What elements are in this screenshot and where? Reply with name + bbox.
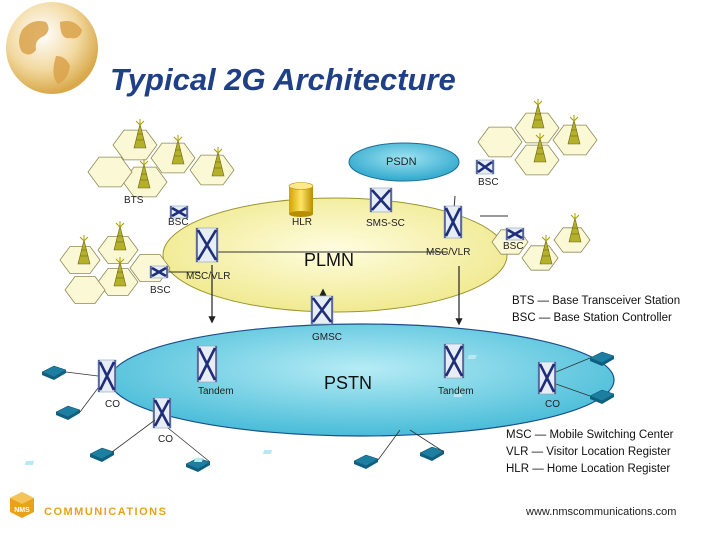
msc-vlr-left-label: MSC/VLR: [186, 271, 231, 282]
plmn-network: [162, 197, 508, 313]
msc-vlr-left-switch-icon: [195, 227, 219, 263]
bsc-lower-left-label: BSC: [150, 285, 171, 296]
bsc-left-label: BSC: [168, 217, 189, 228]
co-bottom-switch-icon: [152, 397, 172, 429]
bts-tower-icon: [113, 257, 127, 287]
cell-hex: [477, 126, 523, 158]
svg-text:NMS: NMS: [14, 507, 30, 514]
cell-hex: [189, 154, 235, 186]
co-right-switch-icon: [537, 361, 557, 395]
co-left-label: CO: [105, 399, 120, 410]
bts-tower-icon: [568, 213, 582, 243]
bts-tower-icon: [113, 221, 127, 251]
globe-logo-icon: [6, 2, 98, 94]
telephone-icon: [453, 389, 615, 404]
bts-tower-icon: [171, 135, 185, 165]
bts-tower-icon: [533, 133, 547, 163]
telephone-icon: [193, 454, 379, 469]
co-left-switch-icon: [97, 359, 117, 393]
telephone-icon: [24, 457, 211, 472]
msc-vlr-right-label: MSC/VLR: [426, 247, 471, 258]
footer-url: www.nmscommunications.com: [526, 506, 677, 518]
legend-hlr: HLR — Home Location Register: [506, 463, 671, 475]
tandem-left-switch-icon: [196, 345, 218, 383]
legend-vlr: VLR — Visitor Location Register: [506, 446, 671, 458]
pstn-label: PSTN: [324, 373, 373, 393]
legend-msc: MSC — Mobile Switching Center: [506, 429, 674, 441]
sms-sc-label: SMS-SC: [366, 218, 405, 229]
msc-vlr-right-switch-icon: [443, 205, 463, 239]
telephones: [24, 351, 615, 472]
bsc-top-right-label: BSC: [478, 177, 499, 188]
co-bottom-label: CO: [158, 434, 173, 445]
legend-bsc: BSC — Base Station Controller: [512, 312, 672, 324]
cell-sites: [59, 99, 598, 304]
telephone-icon: [41, 365, 67, 380]
tandem-right-switch-icon: [443, 343, 465, 379]
cell-hex: [87, 156, 133, 188]
bsc-top-right-icon: [475, 159, 495, 175]
page-title: Typical 2G Architecture: [110, 62, 456, 97]
bsc-right-label: BSC: [503, 241, 524, 252]
psdn-label: PSDN: [386, 156, 417, 168]
bts-tower-icon: [133, 119, 147, 149]
bts-tower-icon: [567, 115, 581, 145]
bsc-left-icon: [169, 205, 189, 219]
subscriber-links: [65, 357, 591, 463]
nms-logo-icon: NMS: [10, 492, 34, 518]
telephone-icon: [55, 405, 81, 420]
cell-hex: [64, 276, 106, 304]
bts-tower-icon: [77, 235, 91, 265]
cell-hex: [521, 245, 559, 271]
bts-tower-icon: [539, 235, 553, 265]
sms-sc-switch-icon: [369, 187, 393, 213]
legend-bottom: MSC — Mobile Switching Center VLR — Visi…: [506, 427, 673, 478]
bsc-right-icon: [505, 227, 525, 241]
telephone-icon: [89, 447, 115, 462]
cell-hex: [150, 142, 196, 174]
telephone-icon: [467, 351, 615, 366]
tandem-left-label: Tandem: [198, 386, 234, 397]
hlr-database-icon: [288, 182, 314, 217]
hlr-label: HLR: [292, 217, 313, 228]
gmsc-switch-icon: [310, 295, 334, 325]
company-logo-text: COMMUNICATIONS: [44, 506, 168, 518]
telephone-icon: [262, 446, 445, 461]
bsc-lower-left-icon: [149, 265, 169, 279]
bts-label: BTS: [124, 195, 144, 206]
legend-top: BTS — Base Transceiver Station BSC — Bas…: [512, 293, 680, 327]
gmsc-label: GMSC: [312, 332, 342, 343]
bts-tower-icon: [211, 147, 225, 177]
bts-tower-icon: [137, 159, 151, 189]
tandem-right-label: Tandem: [438, 386, 474, 397]
psdn-network: [348, 142, 460, 182]
plmn-label: PLMN: [304, 250, 355, 270]
legend-bts: BTS — Base Transceiver Station: [512, 295, 681, 307]
bts-tower-icon: [531, 99, 545, 129]
switches: [97, 159, 557, 429]
co-right-label: CO: [545, 399, 560, 410]
